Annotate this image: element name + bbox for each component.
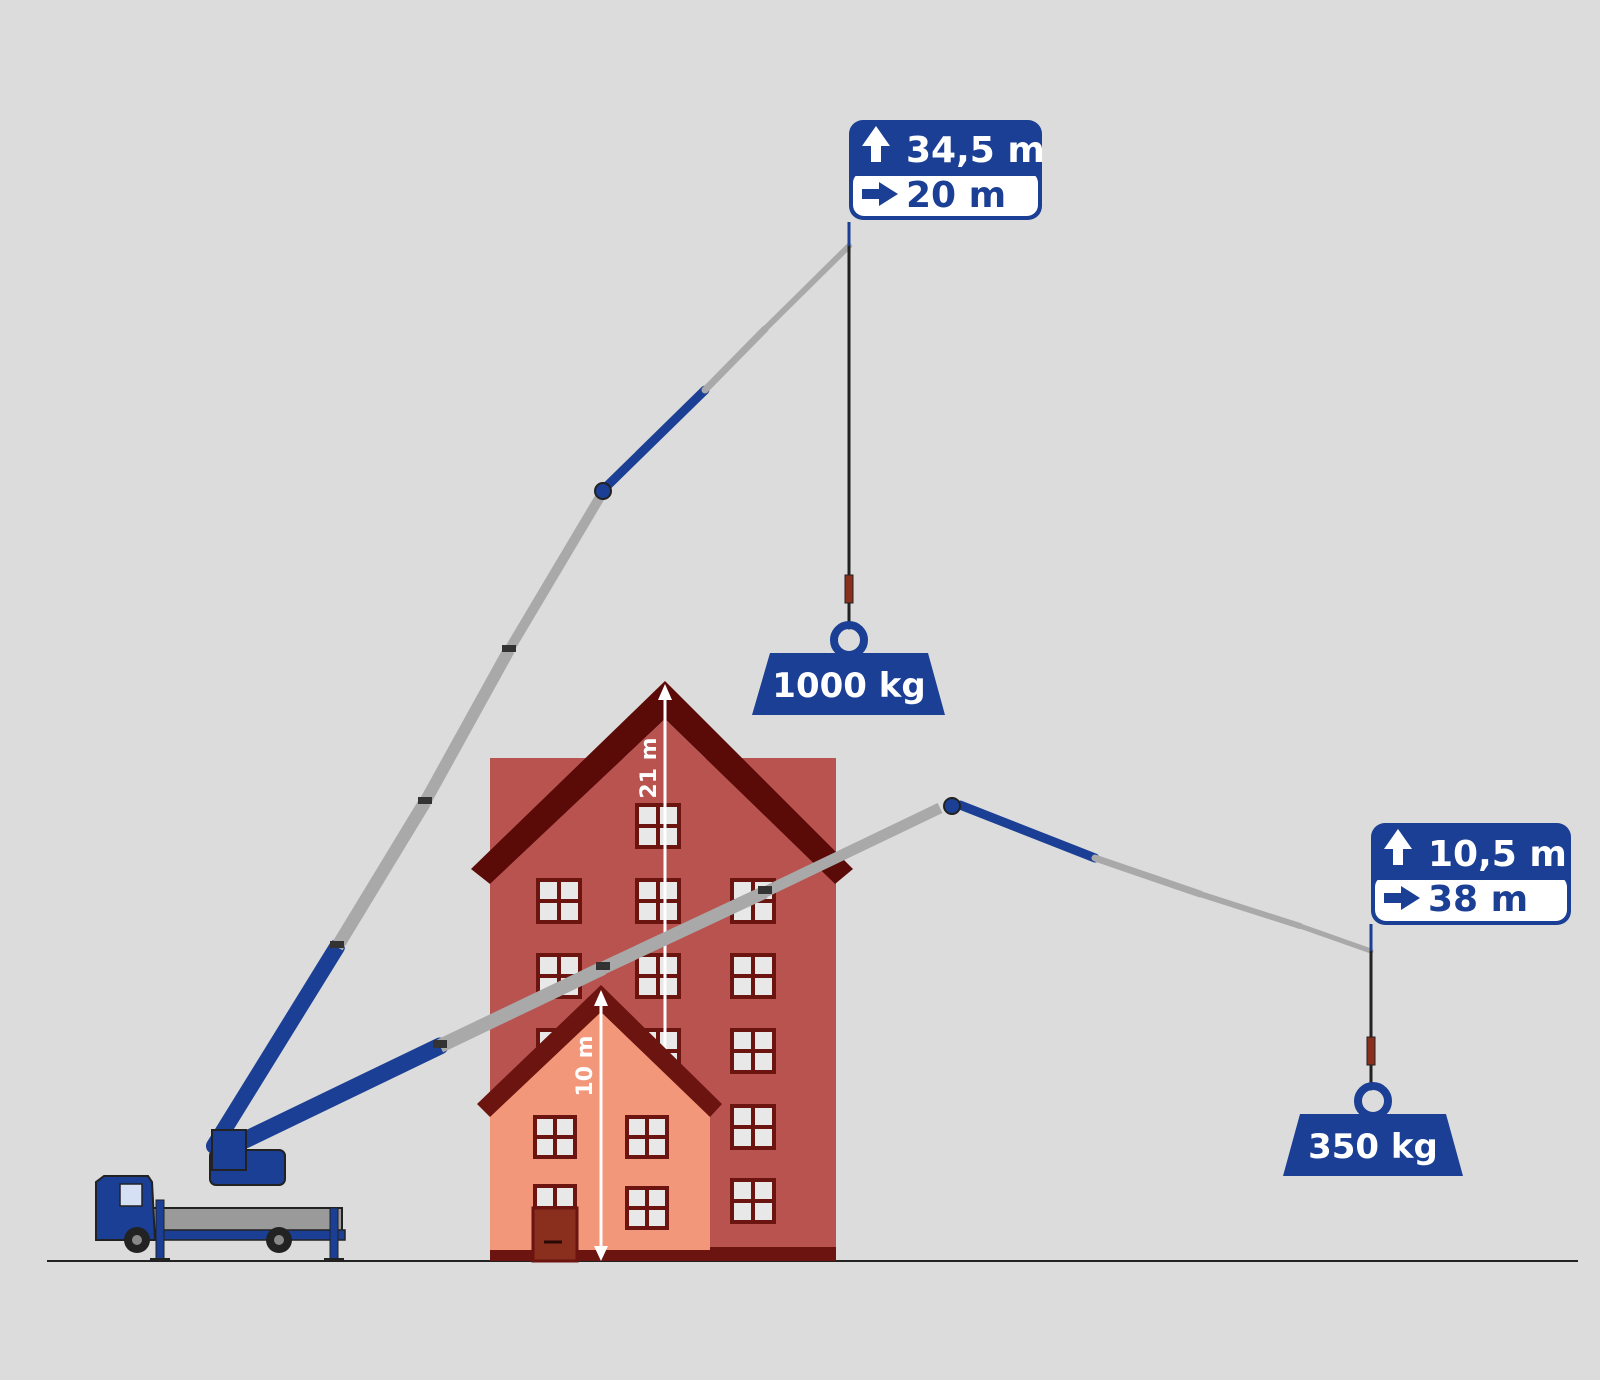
boom-high-section-2	[331, 798, 431, 951]
outrigger-front	[155, 1199, 165, 1262]
boom-high-jib-3	[762, 243, 852, 332]
outrigger-rear	[329, 1207, 339, 1262]
boom-low-section-2	[436, 961, 607, 1053]
boom-low-section-3	[600, 886, 768, 974]
window	[533, 1184, 577, 1210]
window	[730, 1028, 776, 1074]
window	[625, 1115, 669, 1159]
small-building: 10 m	[477, 985, 722, 1263]
window	[635, 878, 681, 924]
info-tag-low: 10,5 m 38 m	[1369, 823, 1571, 951]
tall-building: 21 m	[471, 681, 853, 1261]
small-building-windows	[533, 1115, 669, 1230]
window	[635, 953, 681, 999]
load-label-high: 1000 kg	[772, 666, 925, 706]
tag-high-reach: 20 m	[906, 175, 1006, 216]
load-label-low: 350 kg	[1308, 1127, 1438, 1167]
hook-block-high	[844, 574, 854, 604]
weight-icon	[1354, 1082, 1392, 1120]
boom-high-joints	[330, 645, 516, 948]
boom-high	[206, 243, 854, 1154]
window	[635, 803, 681, 849]
boom-low-jib-1	[955, 800, 1100, 863]
boom-high-jib-2	[701, 325, 769, 394]
boom-high-knuckle	[594, 482, 612, 500]
boom-low-jib-4	[1297, 923, 1374, 954]
arrow-right-icon	[1384, 886, 1420, 910]
tag-high-height: 34,5 m	[906, 130, 1045, 171]
tag-low-reach: 38 m	[1428, 879, 1528, 920]
boom-high-section-3	[419, 647, 515, 805]
window	[625, 1186, 669, 1230]
load-weight-low: 350 kg	[1283, 1082, 1463, 1176]
boom-low	[236, 797, 1376, 1149]
small-building-height-dimension: 10 m	[573, 990, 608, 1261]
boom-low-section-1	[236, 1037, 449, 1149]
small-building-height-label: 10 m	[573, 1035, 598, 1096]
tall-building-height-label: 21 m	[637, 737, 662, 798]
arrow-up-icon	[862, 126, 890, 162]
boom-high-jib-1	[600, 385, 710, 493]
boom-low-jib-2	[1091, 854, 1204, 898]
small-building-door	[531, 1206, 579, 1263]
window	[533, 1115, 577, 1159]
boom-low-knuckle	[943, 797, 961, 815]
window	[730, 1178, 776, 1224]
window	[730, 953, 776, 999]
crane-truck	[95, 1129, 346, 1262]
boom-high-section-1	[206, 939, 345, 1154]
info-tag-high: 34,5 m 20 m	[847, 120, 1045, 246]
truck-cab-window	[119, 1183, 143, 1207]
window	[536, 878, 582, 924]
arrow-right-icon	[862, 182, 898, 206]
load-weight-high: 1000 kg	[752, 621, 945, 715]
hook-block-low	[1366, 1036, 1376, 1066]
crane-column	[211, 1129, 247, 1171]
tag-low-height: 10,5 m	[1428, 834, 1567, 875]
boom-high-section-4	[504, 494, 605, 653]
tall-building-gable	[490, 719, 835, 884]
boom-low-jib-3	[1197, 891, 1303, 929]
arrow-up-icon	[1384, 829, 1412, 865]
boom-low-joints	[433, 886, 772, 1048]
window	[730, 1104, 776, 1150]
boom-low-section-4	[762, 803, 943, 897]
